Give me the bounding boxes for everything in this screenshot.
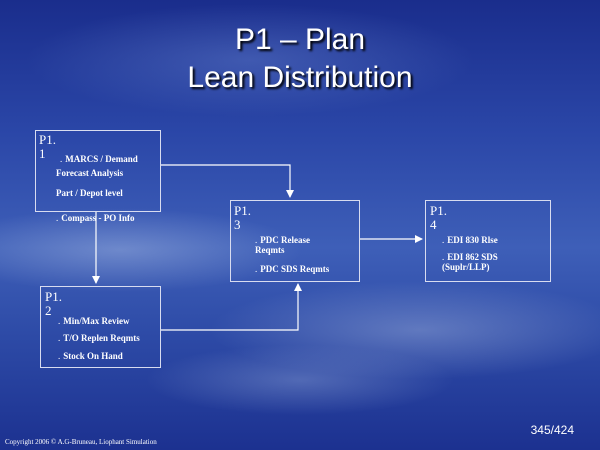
box-p1-4-label-line1: P1. — [430, 203, 447, 218]
box-p1-3-item: .PDC Release Reqmts — [255, 235, 310, 255]
box-p1-1-item: .MARCS / Demand — [60, 154, 138, 164]
box-p1-3-label-line2: 3 — [234, 217, 241, 232]
box-p1-1-item: .Compass - PO Info — [56, 213, 135, 223]
box-p1-2-item: .T/O Replen Reqmts — [58, 333, 140, 343]
copyright-notice: Copyright 2006 © A.G-Bruneau, Liophant S… — [5, 438, 157, 446]
arrow-p11-to-p13 — [160, 164, 294, 198]
slide-title-line2: Lean Distribution — [187, 61, 413, 94]
process-box-p1-2 — [40, 286, 161, 368]
box-p1-2-label-line2: 2 — [45, 303, 52, 318]
process-box-p1-1 — [35, 130, 161, 212]
box-p1-2-label-line1: P1. — [45, 289, 62, 304]
box-p1-1-label-line1: P1. — [39, 132, 56, 147]
box-p1-1-item: Part / Depot level — [56, 188, 123, 198]
page-number: 345/424 — [530, 423, 574, 437]
box-p1-3-item: .PDC SDS Reqmts — [255, 264, 330, 274]
process-box-p1-4 — [425, 200, 551, 282]
box-p1-1-label-line2: 1 — [39, 146, 46, 161]
box-p1-3-label-line1: P1. — [234, 203, 251, 218]
process-box-p1-3 — [230, 200, 360, 282]
box-p1-4-item: .EDI 830 Rlse — [442, 235, 498, 245]
slide-title-line1: P1 – Plan — [234, 23, 366, 56]
box-p1-1-item: Forecast Analysis — [56, 168, 124, 178]
box-p1-2-item: .Stock On Hand — [58, 351, 123, 361]
box-p1-4-label-line2: 4 — [430, 217, 437, 232]
box-p1-2-item: .Min/Max Review — [58, 316, 130, 326]
box-p1-4-item: .EDI 862 SDS (Suplr/LLP) — [442, 252, 498, 272]
arrow-p12-to-p13 — [160, 283, 302, 331]
